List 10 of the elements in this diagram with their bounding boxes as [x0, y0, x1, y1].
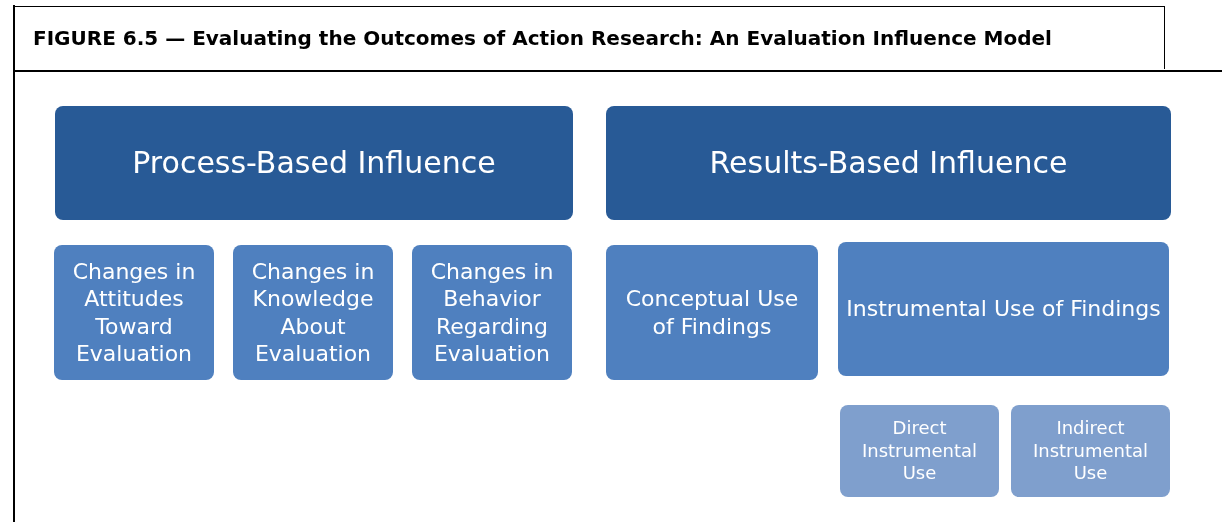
category-box: Instrumental Use of Findings — [838, 242, 1169, 376]
category-box: Changes in Attitudes Toward Evaluation — [54, 245, 214, 380]
subcategory-box: Direct Instrumental Use — [840, 405, 999, 497]
category-box: Changes in Knowledge About Evaluation — [233, 245, 393, 380]
heading-box: Results-Based Influence — [606, 106, 1171, 220]
category-box: Conceptual Use of Findings — [606, 245, 818, 380]
subcategory-box: Indirect Instrumental Use — [1011, 405, 1170, 497]
figure-title: FIGURE 6.5 — Evaluating the Outcomes of Action Research: An Evaluation Influence Model — [14, 6, 1165, 69]
category-box: Changes in Behavior Regarding Evaluation — [412, 245, 572, 380]
heading-box: Process-Based Influence — [55, 106, 573, 220]
